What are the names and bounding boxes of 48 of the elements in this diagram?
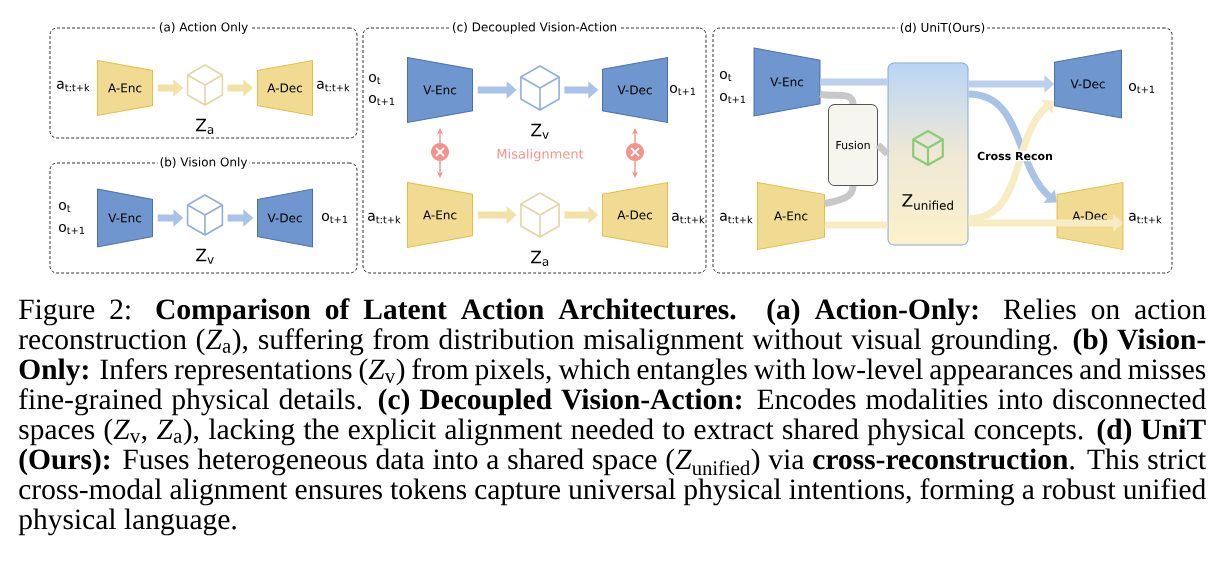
connector bbox=[819, 90, 857, 105]
latent-cube: Z$_{v}$ bbox=[186, 194, 224, 264]
panel-title: (a) Action Only bbox=[156, 20, 251, 36]
signal-label: o$_{t+1}$ bbox=[321, 213, 348, 223]
warning-text: Misalignment bbox=[497, 148, 584, 162]
caption: Figure 2: Comparison of Latent Action Architectures. (a) Action-Only: Relies on action reconstruction (Z$_{a}$), suffering from distribution misalignment without visual grounding. (b) Vision-Only: Infers representations (Z$_{v}$) from pixels, which entangles with low-level appearances and misses fine-grained physical details. (c) Decoupled Vision-Action: Encodes modalities into disconnected spaces (Z$_{v}$, Z$_{a}$), lacking the explicit alignment needed to extract shared physical concepts. (d) UniT (Ours): Fuses heterogeneous data into a shared space (Z$_{unified}$) via cross-reconstruction. This strict cross-modal alignment ensures tokens capture universal physical intentions, forming a robust unified physical language. bbox=[18, 298, 1206, 536]
dashed-panel bbox=[49, 20, 358, 139]
panel-title: (d) UniT(Ours) bbox=[897, 20, 988, 36]
panel-title: (b) Vision Only bbox=[157, 155, 250, 171]
decoder-trapezoid: A-Dec bbox=[257, 60, 313, 116]
signal-label: a$_{t:t+k}$ bbox=[672, 212, 705, 224]
decoder-trapezoid: V-Dec bbox=[1054, 49, 1122, 119]
encoder-trapezoid: V-Enc bbox=[97, 188, 153, 248]
signal-label: o$_{t}$ bbox=[58, 202, 71, 212]
signal-label: o$_{t+1}$ bbox=[58, 224, 85, 234]
signal-label: a$_{t:t+k}$ bbox=[317, 80, 350, 92]
signal-label: a$_{t:t+k}$ bbox=[1129, 212, 1162, 224]
encoder-trapezoid: A-Enc bbox=[757, 182, 825, 250]
signal-label: o$_{t}$ bbox=[720, 71, 732, 81]
latent-cube: Z$_{a}$ bbox=[520, 192, 560, 266]
latent-cube: Z$_{v}$ bbox=[520, 65, 560, 139]
signal-label: o$_{t+1}$ bbox=[1129, 83, 1155, 93]
signal-label: o$_{t+1}$ bbox=[720, 93, 746, 103]
encoder-trapezoid: A-Enc bbox=[407, 182, 473, 248]
latent-label: Z$_{unified}$ bbox=[902, 194, 953, 210]
signal-label: a$_{t:t+k}$ bbox=[368, 212, 401, 224]
signal-label: a$_{t:t+k}$ bbox=[57, 80, 90, 92]
decoder-trapezoid: V-Dec bbox=[602, 57, 668, 123]
encoder-trapezoid: A-Enc bbox=[97, 60, 153, 116]
arrow bbox=[968, 90, 1057, 203]
connector bbox=[820, 78, 888, 86]
latent-box bbox=[887, 62, 969, 246]
signal-label: o$_{t}$ bbox=[368, 74, 381, 84]
connector bbox=[875, 142, 890, 157]
fusion-box: Fusion bbox=[828, 104, 878, 186]
arrow bbox=[968, 100, 1055, 223]
encoder-trapezoid: V-Enc bbox=[407, 57, 473, 123]
encoder-trapezoid: V-Enc bbox=[753, 47, 821, 117]
panel-title: (c) Decoupled Vision-Action bbox=[449, 20, 620, 36]
signal-label: o$_{t+1}$ bbox=[368, 95, 395, 105]
decoder-trapezoid: A-Dec bbox=[1056, 182, 1124, 250]
signal-label: a$_{t:t+k}$ bbox=[720, 212, 753, 224]
decoder-trapezoid: A-Dec bbox=[602, 182, 668, 248]
signal-label: o$_{t+1}$ bbox=[670, 85, 696, 95]
decoder-trapezoid: V-Dec bbox=[257, 188, 313, 248]
latent-cube: Z$_{a}$ bbox=[186, 64, 224, 134]
connector bbox=[823, 185, 857, 208]
annotation: Cross Recon bbox=[976, 150, 1054, 162]
